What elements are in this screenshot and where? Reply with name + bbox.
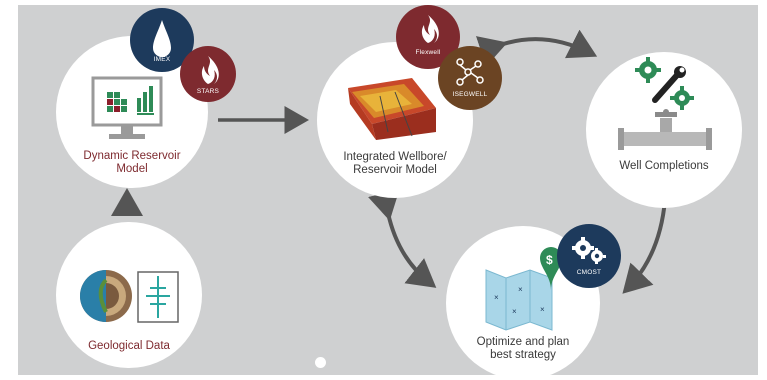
badge-isegwell-label: ISEGWELL (452, 91, 488, 98)
svg-text:×: × (518, 285, 523, 294)
svg-text:×: × (494, 293, 499, 302)
label-geological-data: Geological Data (88, 340, 170, 352)
label-integrated-model: Integrated Wellbore/ Reservoir Model (343, 151, 447, 176)
gears-icon (572, 237, 606, 264)
arrow-integrated-wellcompletions (475, 29, 598, 67)
svg-text:×: × (540, 305, 545, 314)
label-well-completions: Well Completions (619, 160, 709, 172)
badge-isegwell: ISEGWELL (438, 46, 502, 110)
badge-cmost: CMOST (557, 224, 621, 288)
network-icon (456, 58, 484, 86)
page-indicator-dot[interactable] (315, 357, 326, 368)
badge-stars-label: STARS (196, 88, 220, 95)
badge-cmost-label: CMOST (576, 269, 602, 276)
label-optimize-plan: Optimize and plan best strategy (476, 336, 570, 361)
svg-text:×: × (512, 307, 517, 316)
arrow-integrated-optimize (368, 190, 437, 288)
flame-icon (421, 15, 439, 43)
arrow-wellcompletions-optimize (622, 178, 683, 294)
label-dynamic-reservoir-model: Dynamic Reservoir Model (83, 150, 181, 175)
flame-icon (201, 56, 219, 84)
badge-stars: STARS (180, 46, 236, 102)
oil-drop-icon (153, 20, 171, 57)
badge-imex-label: IMEX (153, 56, 171, 63)
svg-text:$: $ (546, 253, 553, 267)
badge-flexwell-label: Flexwell (415, 49, 441, 56)
